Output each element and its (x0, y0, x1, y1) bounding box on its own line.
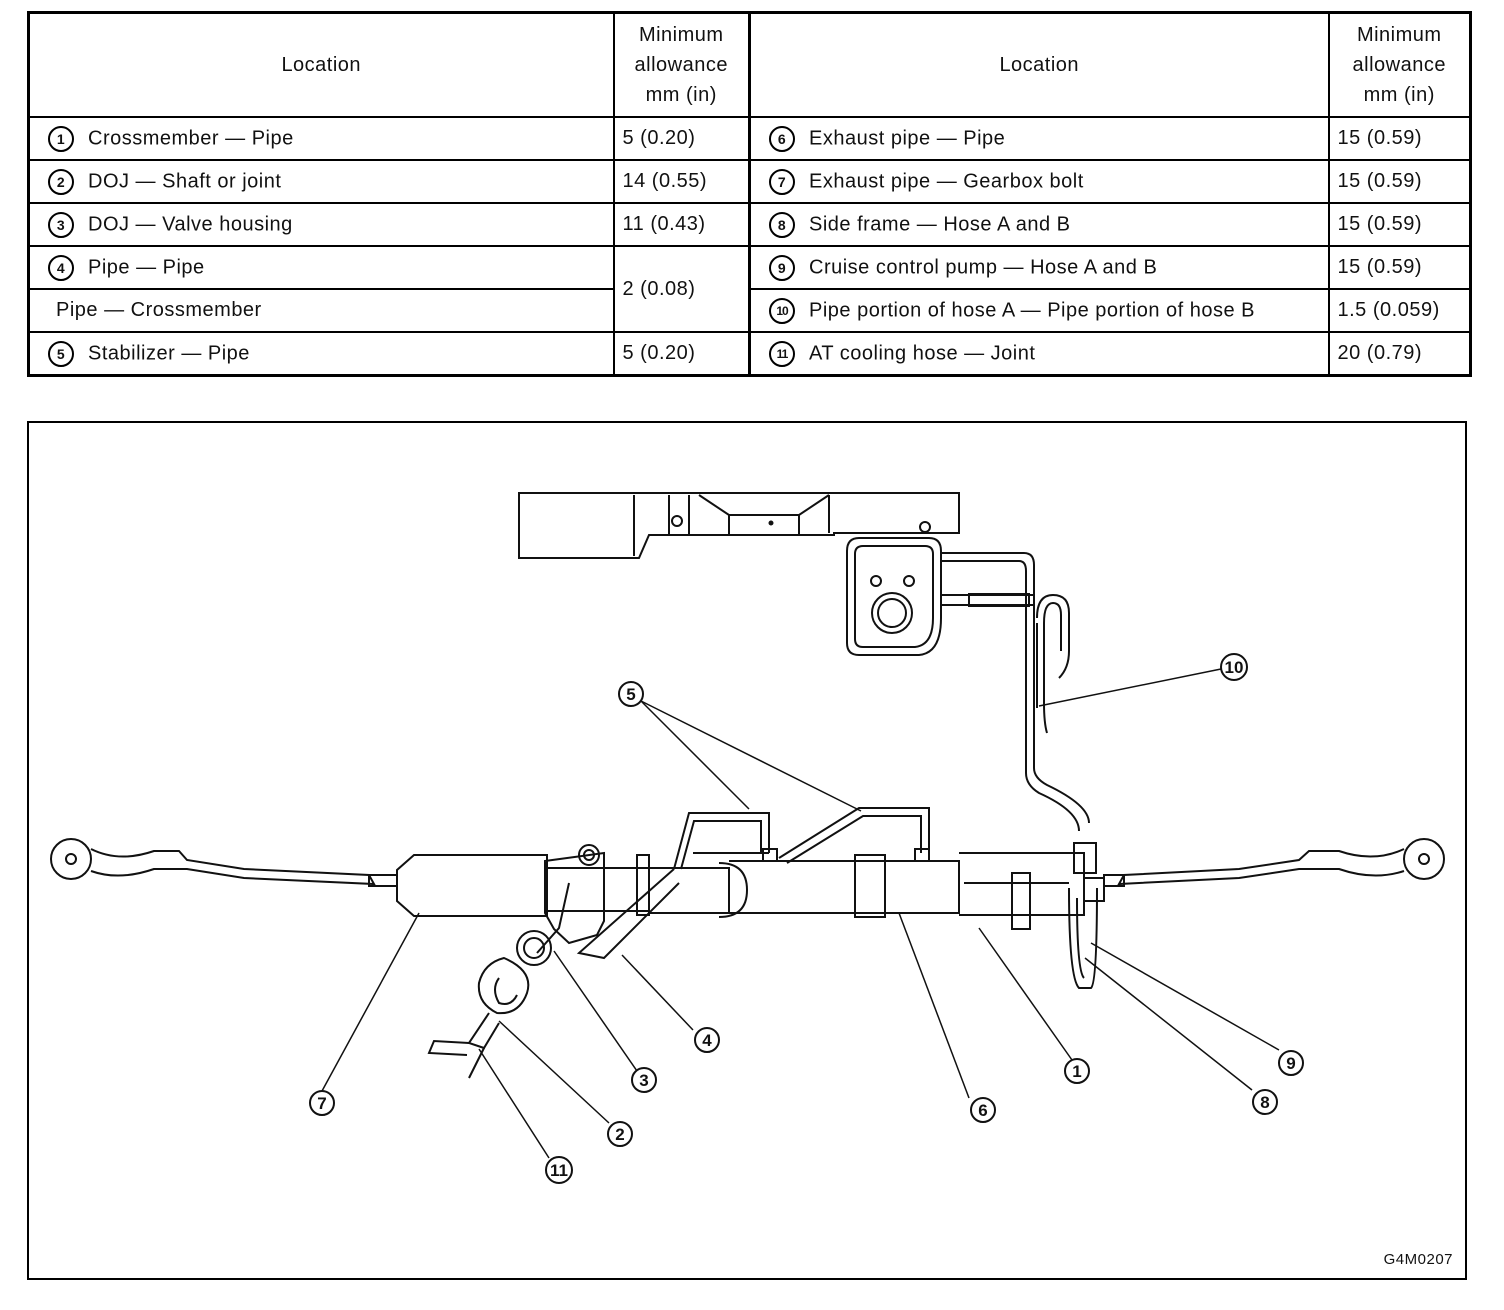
pump-bracket (846, 537, 942, 656)
location-text: AT cooling hose — Joint (809, 341, 1036, 364)
location-cell: Pipe — Crossmember (27, 288, 615, 333)
table-row: Pipe — Crossmember 10 Pipe portion of hos… (27, 288, 1472, 333)
figure-code: G4M0207 (1383, 1251, 1453, 1268)
header-allowance-right: Minimum allowance mm (in) (1327, 11, 1472, 118)
table-row: 1 Crossmember — Pipe 5 (0.20) 6 Exhaust pi… (27, 116, 1472, 161)
allowance-cell: 15 (0.59) (1327, 116, 1472, 161)
location-text: Crossmember — Pipe (88, 126, 294, 149)
table-row: 2 DOJ — Shaft or joint 14 (0.55) 7 Exhaust… (27, 159, 1472, 204)
location-cell: 5 Stabilizer — Pipe (27, 331, 615, 377)
callout-number: 5 (48, 340, 74, 367)
allowance-cell: 20 (0.79) (1327, 331, 1472, 377)
location-text: DOJ — Shaft or joint (88, 169, 282, 192)
header-location-left: Location (27, 11, 615, 118)
table-row: 4 Pipe — Pipe 2 (0.08) 9 Cruise control pu… (27, 245, 1472, 333)
valve-housing (427, 844, 680, 1079)
location-text: Exhaust pipe — Gearbox bolt (809, 169, 1084, 192)
stabilizer-pipes (673, 807, 930, 870)
allowance-cell: 14 (0.55) (612, 159, 751, 204)
callout-2: 2 (607, 1121, 633, 1147)
svg-text:1: 1 (1072, 1062, 1081, 1081)
allowance-cell: 5 (0.20) (612, 116, 751, 161)
location-text: Pipe — Pipe (88, 255, 205, 278)
allowance-cell: 15 (0.59) (1327, 159, 1472, 204)
location-text: Exhaust pipe — Pipe (809, 126, 1006, 149)
callout-1: 1 (1064, 1058, 1090, 1084)
header-allowance-left-line2: allowance (634, 54, 728, 76)
header-allowance-left-line1: Minimum (638, 24, 724, 46)
location-cell: 9 Cruise control pump — Hose A and B (748, 245, 1330, 290)
header-allowance-right-line3: mm (in) (1363, 84, 1435, 106)
callout-number: 4 (48, 254, 74, 281)
location-text: DOJ — Valve housing (88, 212, 293, 235)
steering-gearbox-diagram: 5 10 4 3 2 11 7 6 1 9 8 G4M0207 (27, 421, 1467, 1280)
svg-text:6: 6 (978, 1101, 987, 1120)
svg-text:11: 11 (550, 1161, 568, 1180)
svg-text:10: 10 (1225, 658, 1244, 677)
location-cell: 11 AT cooling hose — Joint (748, 331, 1330, 377)
callout-number: 2 (48, 168, 74, 195)
location-cell: 7 Exhaust pipe — Gearbox bolt (748, 159, 1330, 204)
svg-text:2: 2 (615, 1125, 624, 1144)
table-header-row: Location Minimum allowance mm (in) Locat… (27, 11, 1472, 118)
callout-5: 5 (618, 681, 644, 707)
rack-housing (396, 842, 1105, 989)
svg-text:4: 4 (702, 1031, 712, 1050)
callout-11: 11 (545, 1156, 573, 1184)
location-text: Pipe — Crossmember (56, 299, 262, 321)
location-text: Cruise control pump — Hose A and B (809, 255, 1158, 278)
location-text: Pipe portion of hose A — Pipe portion of… (809, 298, 1255, 321)
callout-7: 7 (309, 1090, 335, 1116)
allowance-cell: 5 (0.20) (612, 331, 751, 377)
callout-number: 7 (769, 168, 795, 195)
callout-number: 10 (769, 297, 795, 324)
location-text: Stabilizer — Pipe (88, 341, 250, 364)
svg-text:3: 3 (639, 1071, 648, 1090)
callout-4: 4 (694, 1027, 720, 1053)
location-cell: 3 DOJ — Valve housing (27, 202, 615, 247)
location-text: Side frame — Hose A and B (809, 212, 1071, 235)
location-cell: 6 Exhaust pipe — Pipe (748, 116, 1330, 161)
allowance-cell: 15 (0.59) (1327, 245, 1472, 290)
header-location-right: Location (748, 11, 1330, 118)
location-cell: 10 Pipe portion of hose A — Pipe portion … (748, 288, 1330, 333)
svg-text:5: 5 (626, 685, 635, 704)
location-cell: 1 Crossmember — Pipe (27, 116, 615, 161)
callout-10: 10 (1220, 653, 1248, 681)
table-row: 5 Stabilizer — Pipe 5 (0.20) 11 AT cooling… (27, 331, 1472, 377)
header-allowance-right-line2: allowance (1352, 54, 1446, 76)
callout-number: 8 (769, 211, 795, 238)
allowance-cell: 2 (0.08) (612, 245, 751, 333)
header-allowance-left: Minimum allowance mm (in) (612, 11, 751, 118)
header-allowance-left-line3: mm (in) (645, 84, 717, 106)
callout-number: 6 (769, 125, 795, 152)
callout-labels: 5 10 4 3 2 11 7 6 1 9 8 (309, 653, 1304, 1184)
allowance-cell: 11 (0.43) (612, 202, 751, 247)
allowance-cell: 15 (0.59) (1327, 202, 1472, 247)
leader-lines (321, 668, 1280, 1159)
location-cell: 2 DOJ — Shaft or joint (27, 159, 615, 204)
callout-6: 6 (970, 1097, 996, 1123)
left-tie-rod (50, 838, 398, 887)
location-cell: 8 Side frame — Hose A and B (748, 202, 1330, 247)
hose-lines (941, 552, 1090, 832)
allowance-cell: 1.5 (0.059) (1327, 288, 1472, 333)
crossmember-bracket (518, 492, 960, 559)
svg-text:7: 7 (317, 1094, 326, 1113)
callout-number: 9 (769, 254, 795, 281)
gearbox-drawing: 5 10 4 3 2 11 7 6 1 9 8 (50, 492, 1445, 1184)
callout-number: 1 (48, 125, 74, 152)
right-tie-rod (1103, 838, 1445, 887)
table-row: 3 DOJ — Valve housing 11 (0.43) 8 Side fra… (27, 202, 1472, 247)
header-allowance-right-line1: Minimum (1356, 24, 1442, 46)
callout-number: 11 (769, 340, 795, 367)
callout-8: 8 (1252, 1089, 1278, 1115)
location-cell: 4 Pipe — Pipe (27, 245, 615, 290)
callout-3: 3 (631, 1067, 657, 1093)
svg-text:8: 8 (1260, 1093, 1269, 1112)
callout-number: 3 (48, 211, 74, 238)
clearance-table: Location Minimum allowance mm (in) Locat… (27, 11, 1472, 377)
callout-9: 9 (1278, 1050, 1304, 1076)
svg-text:9: 9 (1286, 1054, 1295, 1073)
